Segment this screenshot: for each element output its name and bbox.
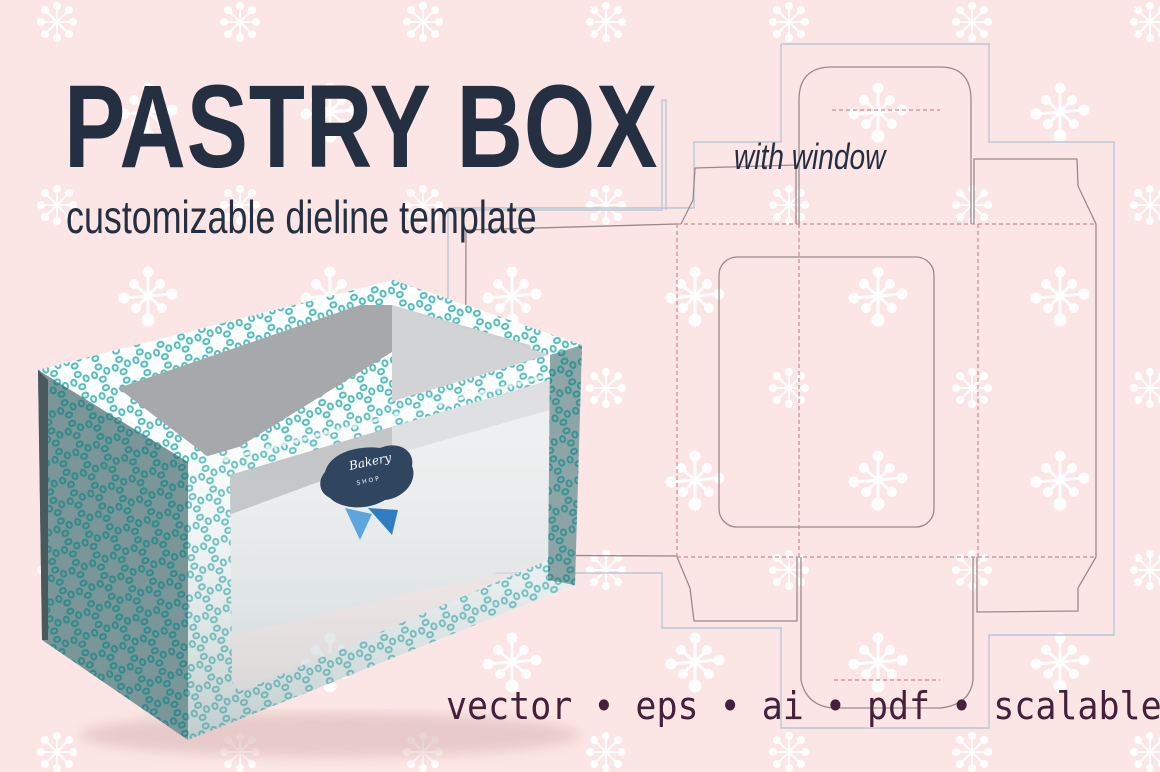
fold-line bbox=[676, 109, 1096, 681]
bakery-label: Bakery SHOP bbox=[320, 445, 414, 540]
title-suffix: with window bbox=[734, 136, 886, 177]
bleed-line bbox=[447, 43, 1115, 729]
svg-text:SHOP: SHOP bbox=[356, 475, 382, 487]
page-title: PASTRY BOX bbox=[64, 61, 659, 193]
subtitle: customizable dieline template bbox=[66, 191, 537, 243]
file-formats-text: vector • eps • ai • pdf • scalable bbox=[446, 684, 1160, 728]
